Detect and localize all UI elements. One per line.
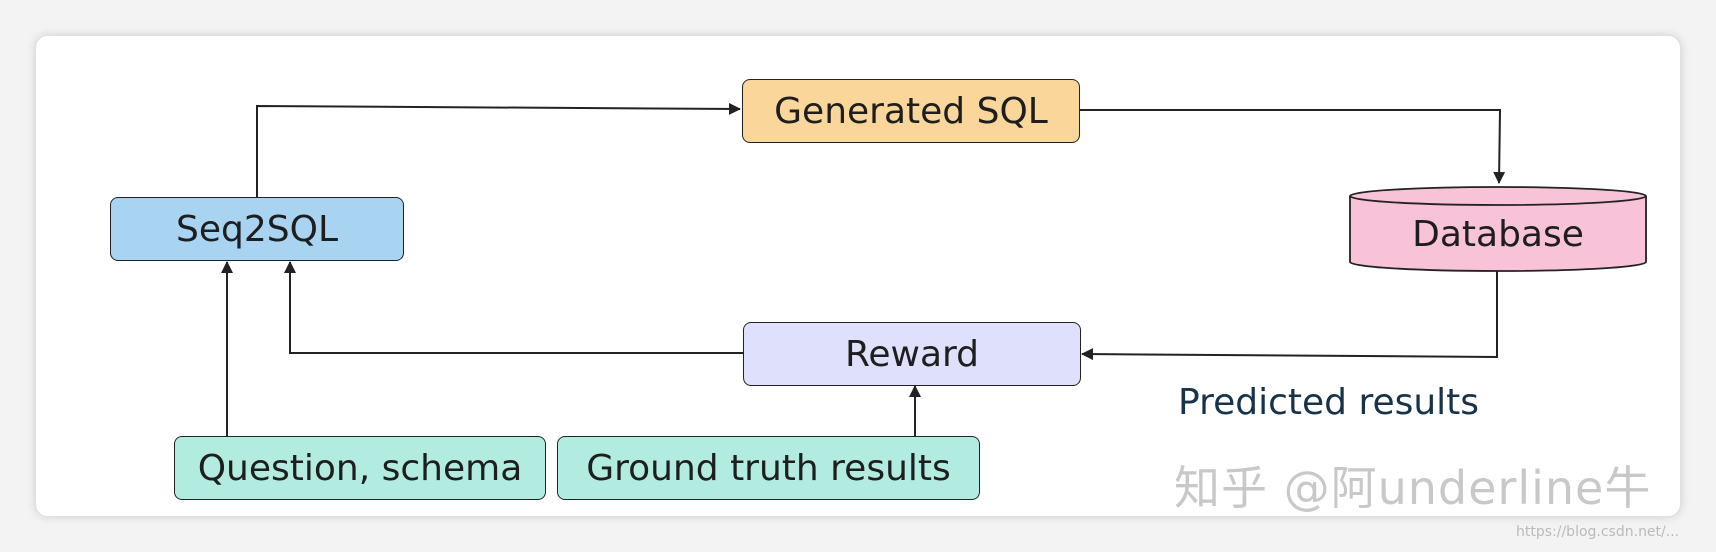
edge-generated-sql-to-database: [1080, 109, 1506, 184]
watermark-url: https://blog.csdn.net/...: [1516, 524, 1680, 540]
question-schema-label: Question, schema: [197, 447, 523, 489]
predicted-results-label: Predicted results: [1178, 382, 1480, 423]
seq2sql-node: Seq2SQL: [110, 197, 404, 261]
question-schema-node: Question, schema: [174, 436, 546, 500]
watermark: 知乎 @阿underline牛: [1174, 461, 1652, 515]
seq2sql-label: Seq2SQL: [176, 208, 338, 250]
generated-sql-node: Generated SQL: [742, 79, 1080, 143]
edge-seq2sql-to-generated-sql: [256, 102, 741, 198]
reward-label: Reward: [844, 333, 980, 375]
database-label: Database: [1412, 213, 1584, 255]
database-cylinder: [1349, 186, 1647, 272]
edge-reward-to-seq2sql: [284, 261, 743, 354]
ground-truth-label: Ground truth results: [586, 447, 951, 489]
edge-database-to-reward: [1081, 270, 1498, 361]
ground-truth-node: Ground truth results: [557, 436, 980, 500]
reward-node: Reward: [743, 322, 1081, 386]
generated-sql-label: Generated SQL: [774, 90, 1048, 132]
